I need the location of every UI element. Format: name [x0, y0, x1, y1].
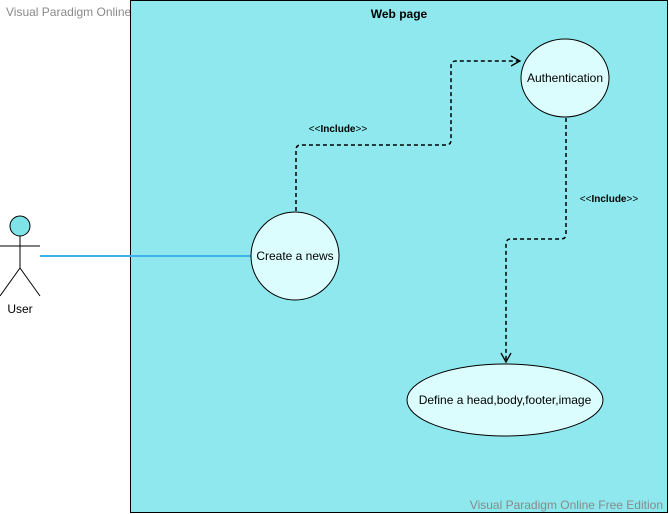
watermark-bottom: Visual Paradigm Online Free Edition [470, 498, 663, 512]
system-title: Web page [371, 7, 428, 21]
include-label-2: <<Include>> [580, 194, 639, 205]
include-label-1: <<Include>> [309, 124, 368, 135]
actor-user[interactable]: User [0, 215, 41, 316]
use-case-create-news-label: Create a news [256, 249, 333, 263]
use-case-create-news[interactable]: Create a news [250, 211, 340, 301]
use-case-authentication-label: Authentication [527, 71, 603, 85]
include-connector-define[interactable] [500, 118, 567, 364]
include-connector-auth[interactable] [295, 55, 522, 211]
use-case-define-parts[interactable]: Define a head,body,footer,image [406, 363, 604, 437]
use-case-define-parts-label: Define a head,body,footer,image [419, 393, 592, 407]
actor-head-icon [9, 215, 31, 237]
use-case-authentication[interactable]: Authentication [520, 38, 610, 118]
actor-user-label: User [7, 302, 32, 316]
